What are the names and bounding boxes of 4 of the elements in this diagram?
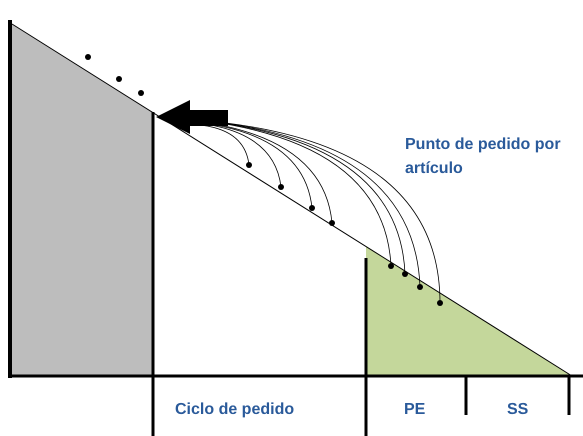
annotation-text: Punto de pedido por artículo [405, 135, 562, 179]
axis-segment-label: PE [404, 400, 426, 420]
axis-segment-label: Ciclo de pedido [175, 400, 294, 420]
axis-segment-label: SS [507, 400, 528, 420]
